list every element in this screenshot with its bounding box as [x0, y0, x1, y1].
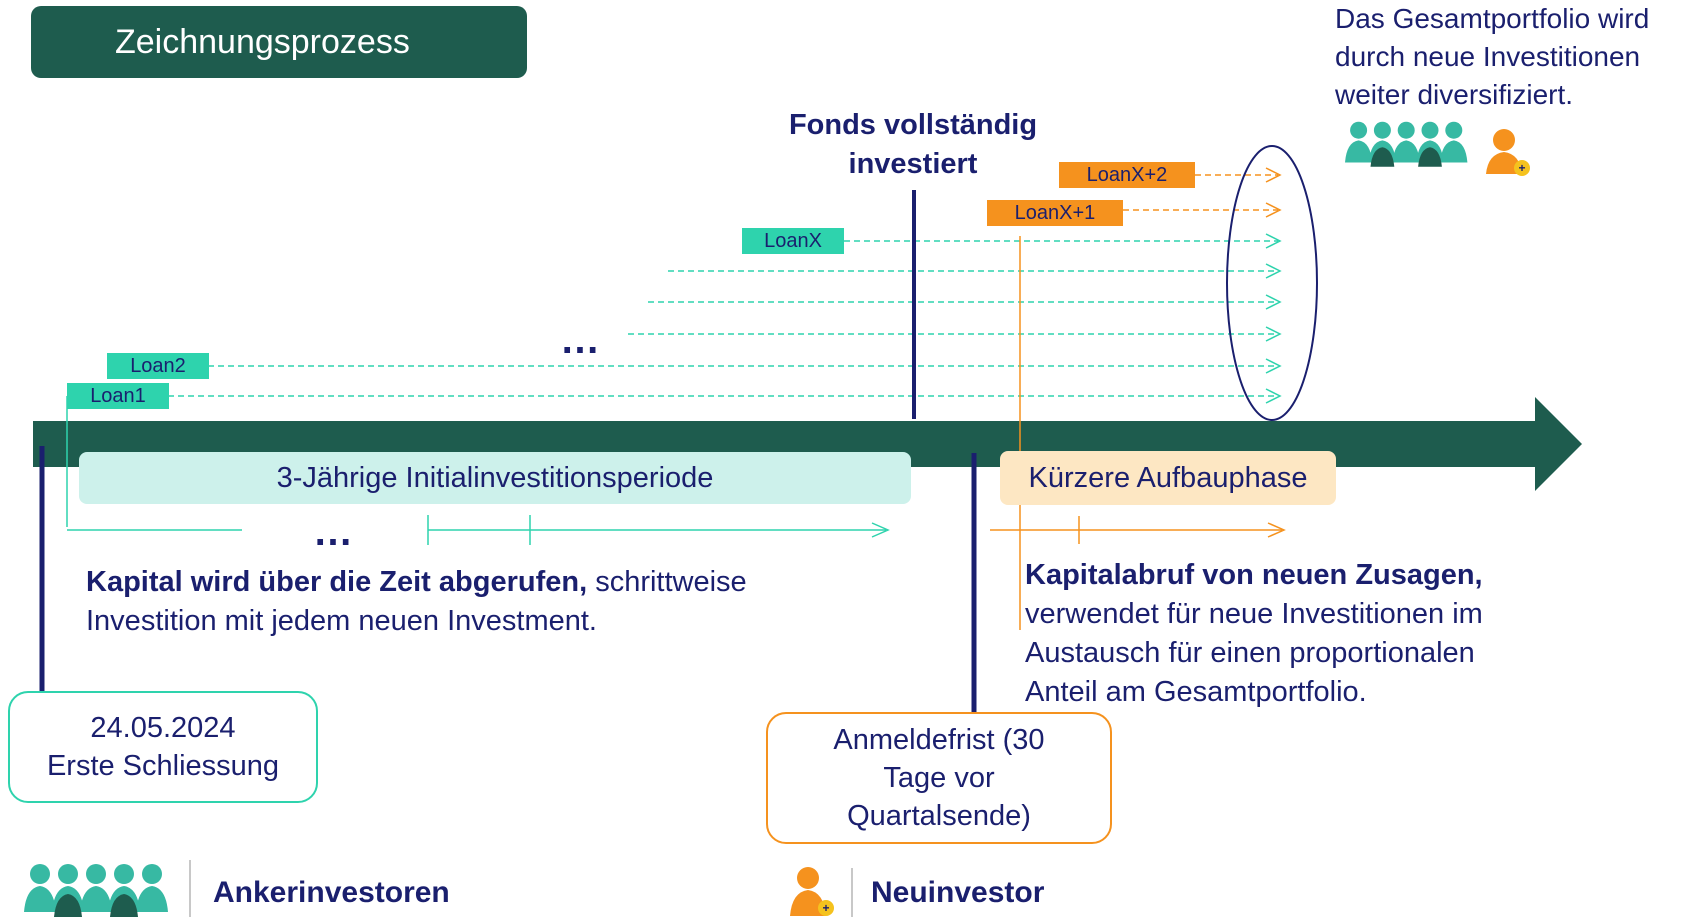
period-ellipsis: …: [313, 510, 355, 554]
loan-x2-tag: LoanX+2: [1059, 162, 1195, 188]
new-investor-icon: +: [1486, 129, 1530, 176]
portfolio-ellipse: [1226, 145, 1318, 421]
loan-x-tag: LoanX: [742, 228, 844, 254]
loan-1-tag: Loan1: [67, 383, 169, 409]
timeline-arrow: [33, 397, 1582, 491]
loan-2-tag: Loan2: [107, 353, 209, 379]
new-loan-lines: [1123, 174, 1278, 211]
new-commitments-description: Kapitalabruf von neuen Zusagen, verwende…: [1025, 559, 1483, 708]
capital-call-description: Kapital wird über die Zeit abgerufen, sc…: [86, 566, 747, 637]
capital-call-line: [67, 515, 890, 545]
shorter-phase-box: Kürzere Aufbauphase: [1000, 451, 1336, 505]
loan-arrowheads: [1265, 233, 1282, 404]
deadline-box: Anmeldefrist (30 Tage vor Quartalsende): [766, 712, 1112, 844]
loans-ellipsis: …: [560, 318, 602, 362]
portfolio-investors-icon: [1345, 121, 1468, 167]
svg-text:+: +: [822, 901, 829, 915]
portfolio-note: Das Gesamtportfolio wird durch neue Inve…: [1335, 3, 1650, 110]
legend-new-investor: Neuinvestor: [871, 876, 1045, 909]
page-title: Zeichnungsprozess: [31, 6, 527, 78]
initial-period-box: 3-Jährige Initialinvestitionsperiode: [79, 452, 911, 504]
svg-text:+: +: [1518, 161, 1525, 175]
loan-lines: [168, 240, 1278, 397]
loan-x1-tag: LoanX+1: [987, 200, 1123, 226]
investor-group-icon: [24, 864, 168, 917]
new-investor-legend-icon: +: [790, 867, 834, 916]
new-capital-call-line: [990, 516, 1286, 544]
fully-invested-label: Fonds vollständig investiert: [788, 109, 1038, 180]
first-close-box: 24.05.2024 Erste Schliessung: [8, 691, 318, 803]
legend-anchor-investors: Ankerinvestoren: [213, 876, 450, 909]
